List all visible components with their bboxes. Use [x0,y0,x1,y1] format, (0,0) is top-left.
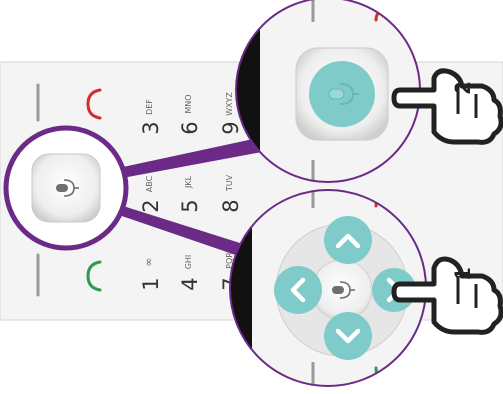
key-1[interactable]: 1 [139,277,163,290]
microphone-icon [56,179,79,197]
svg-text:6: 6 [178,121,202,134]
pointing-hand-icon [391,68,503,145]
key-4[interactable]: 4 [178,277,202,290]
svg-text:8: 8 [219,199,243,212]
pointing-hand-icon [391,256,503,335]
chevron-left-icon [290,277,306,303]
svg-text:9: 9 [219,121,243,134]
key-9[interactable]: 9 [219,121,243,134]
dpad-up-button[interactable] [324,216,372,264]
microphone-icon [332,281,355,299]
connector-to-top-callout [118,138,262,178]
step-2-label: 2 [450,82,475,94]
call-indicator [86,260,102,292]
key-3[interactable]: 3 [139,121,163,134]
key-5-letters: JKL [184,175,193,189]
key-7-letters: PQRS [225,247,234,269]
callout-step-1 [229,189,427,387]
microphone-icon [328,83,359,105]
key-1-voicemail: ∞ [142,257,155,266]
svg-text:3: 3 [139,121,163,134]
dpad-left-button[interactable] [274,266,322,314]
mic-button-highlight [3,125,129,251]
key-8[interactable]: 8 [219,199,243,212]
end-call-indicator [86,88,102,120]
key-3-letters: DEF [145,99,154,115]
key-6-letters: MNO [184,94,193,113]
key-4-letters: GHI [184,255,193,270]
svg-text:4: 4 [178,277,202,290]
step-1-label: 1 [450,268,475,280]
svg-text:5: 5 [178,199,202,212]
key-6[interactable]: 6 [178,121,202,134]
svg-text:1: 1 [139,277,163,290]
chevron-down-icon [335,328,361,344]
key-2[interactable]: 2 [139,199,163,212]
key-9-letters: WXYZ [225,92,234,116]
dpad-down-button[interactable] [324,312,372,360]
connector-to-bottom-callout [116,205,262,262]
key-2-letters: ABC [145,175,154,192]
key-8-letters: TUV [225,174,234,192]
chevron-up-icon [335,233,361,249]
key-5[interactable]: 5 [178,199,202,212]
svg-text:2: 2 [139,199,163,212]
